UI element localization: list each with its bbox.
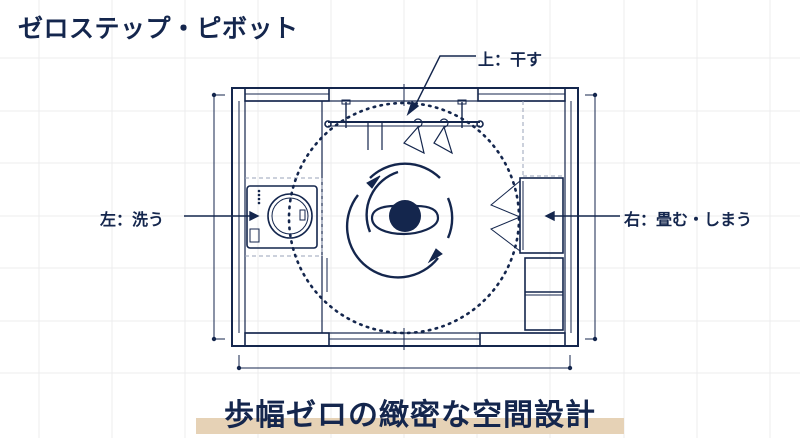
subtitle-highlight-band (196, 418, 624, 434)
right-shelves (524, 257, 564, 331)
hanger-icon (403, 118, 454, 155)
washing-machine-icon (246, 185, 318, 249)
subtitle: 歩幅ゼロの緻密な空間設計 (224, 398, 596, 433)
page-title: ゼロステップ・ピボット (18, 14, 299, 43)
left-cabinet (245, 101, 328, 333)
hanging-rod-icon (324, 99, 484, 150)
pivot-person-icon (345, 162, 454, 279)
callout-left-arrow (184, 210, 260, 222)
callout-top-arrow (406, 55, 476, 117)
label-right-fold-store: 右：畳む・しまう (624, 210, 753, 229)
reach-radius-circle (287, 101, 521, 335)
subtitle-block: 歩幅ゼロの緻密な空間設計 (196, 390, 624, 434)
label-top-dry: 上：干す (478, 50, 543, 69)
callout-right-arrow (544, 210, 620, 222)
dimension-lines (211, 92, 598, 371)
right-counter (490, 101, 565, 254)
label-left-wash: 左：洗う (100, 210, 165, 229)
room-walls (231, 84, 579, 350)
